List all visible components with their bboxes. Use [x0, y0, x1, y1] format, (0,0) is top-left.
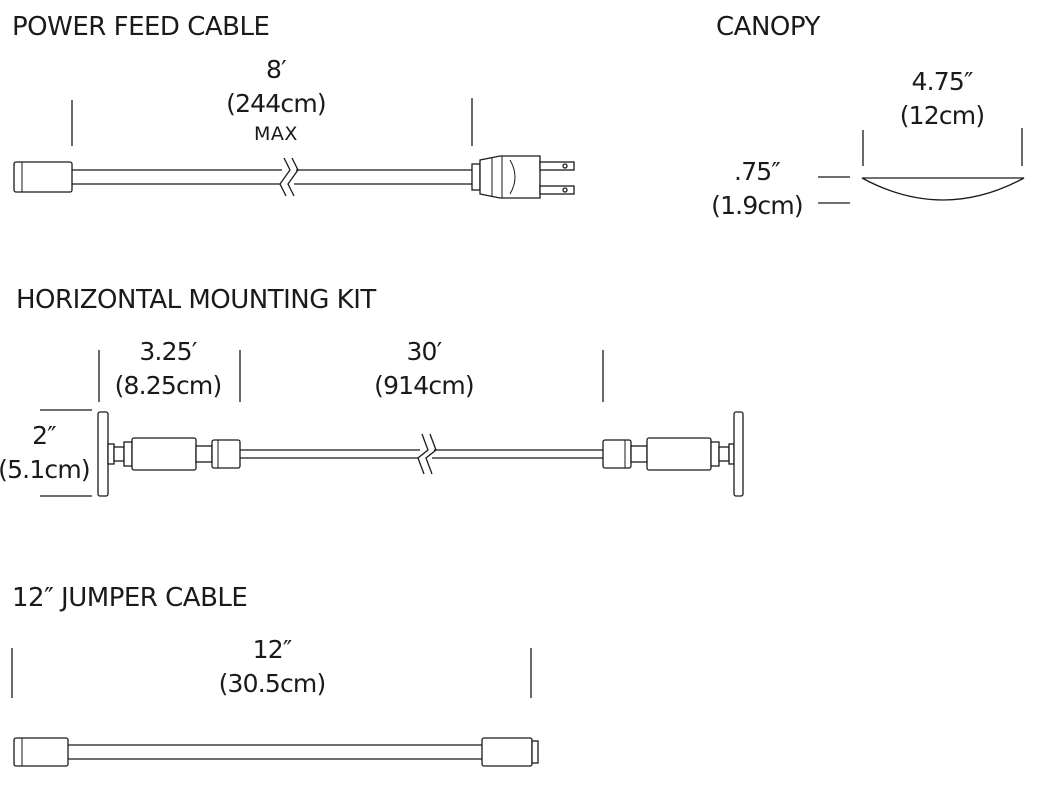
- suspension-cable: [240, 433, 603, 475]
- power-feed-length-in: 8′: [266, 55, 287, 84]
- canopy-title: CANOPY: [716, 12, 820, 42]
- right-standoff-assembly: [602, 411, 744, 497]
- jumper-title: 12″ JUMPER CABLE: [12, 583, 247, 613]
- plug-icon: [471, 155, 575, 199]
- mounting-kit-section: HORIZONTAL MOUNTING KIT 3.25′ (8.25cm) 3…: [0, 285, 744, 497]
- standoff-length-in: 3.25′: [139, 337, 197, 366]
- canopy-height-in: .75″: [734, 157, 780, 186]
- jumper-right-connector: [481, 737, 539, 767]
- jumper-section: 12″ JUMPER CABLE 12″ (30.5cm): [11, 583, 539, 767]
- power-feed-max-note: MAX: [254, 123, 298, 145]
- jumper-length-cm: (30.5cm): [219, 669, 326, 698]
- mounting-kit-title: HORIZONTAL MOUNTING KIT: [16, 285, 376, 315]
- plate-height-cm: (5.1cm): [0, 455, 90, 484]
- jumper-length-in: 12″: [253, 635, 292, 664]
- right-standoff-barrel: [646, 437, 712, 471]
- power-feed-section: POWER FEED CABLE 8′ (244cm) MAX: [12, 12, 575, 199]
- break-symbol: [279, 157, 291, 197]
- standoff-length-cm: (8.25cm): [115, 371, 222, 400]
- left-standoff-barrel: [131, 437, 197, 471]
- right-wall-plate: [733, 411, 744, 497]
- power-feed-title: POWER FEED CABLE: [12, 12, 269, 42]
- plate-height-in: 2″: [32, 421, 56, 450]
- canopy-height-cm: (1.9cm): [711, 191, 803, 220]
- left-standoff-assembly: [97, 411, 241, 497]
- canopy-section: CANOPY 4.75″ (12cm) .75″ (1.9cm): [711, 12, 1025, 220]
- power-feed-length-cm: (244cm): [226, 89, 326, 118]
- jumper-cable-line: [68, 744, 482, 760]
- jumper-left-connector: [13, 737, 69, 767]
- canopy-shape: [861, 177, 1025, 201]
- female-connector: [13, 161, 73, 193]
- power-cable: [72, 157, 472, 197]
- span-length-cm: (914cm): [374, 371, 474, 400]
- left-wall-plate: [97, 411, 109, 497]
- canopy-width-cm: (12cm): [900, 101, 985, 130]
- break-symbol: [417, 433, 429, 475]
- span-length-in: 30′: [406, 337, 442, 366]
- canopy-width-in: 4.75″: [911, 67, 972, 96]
